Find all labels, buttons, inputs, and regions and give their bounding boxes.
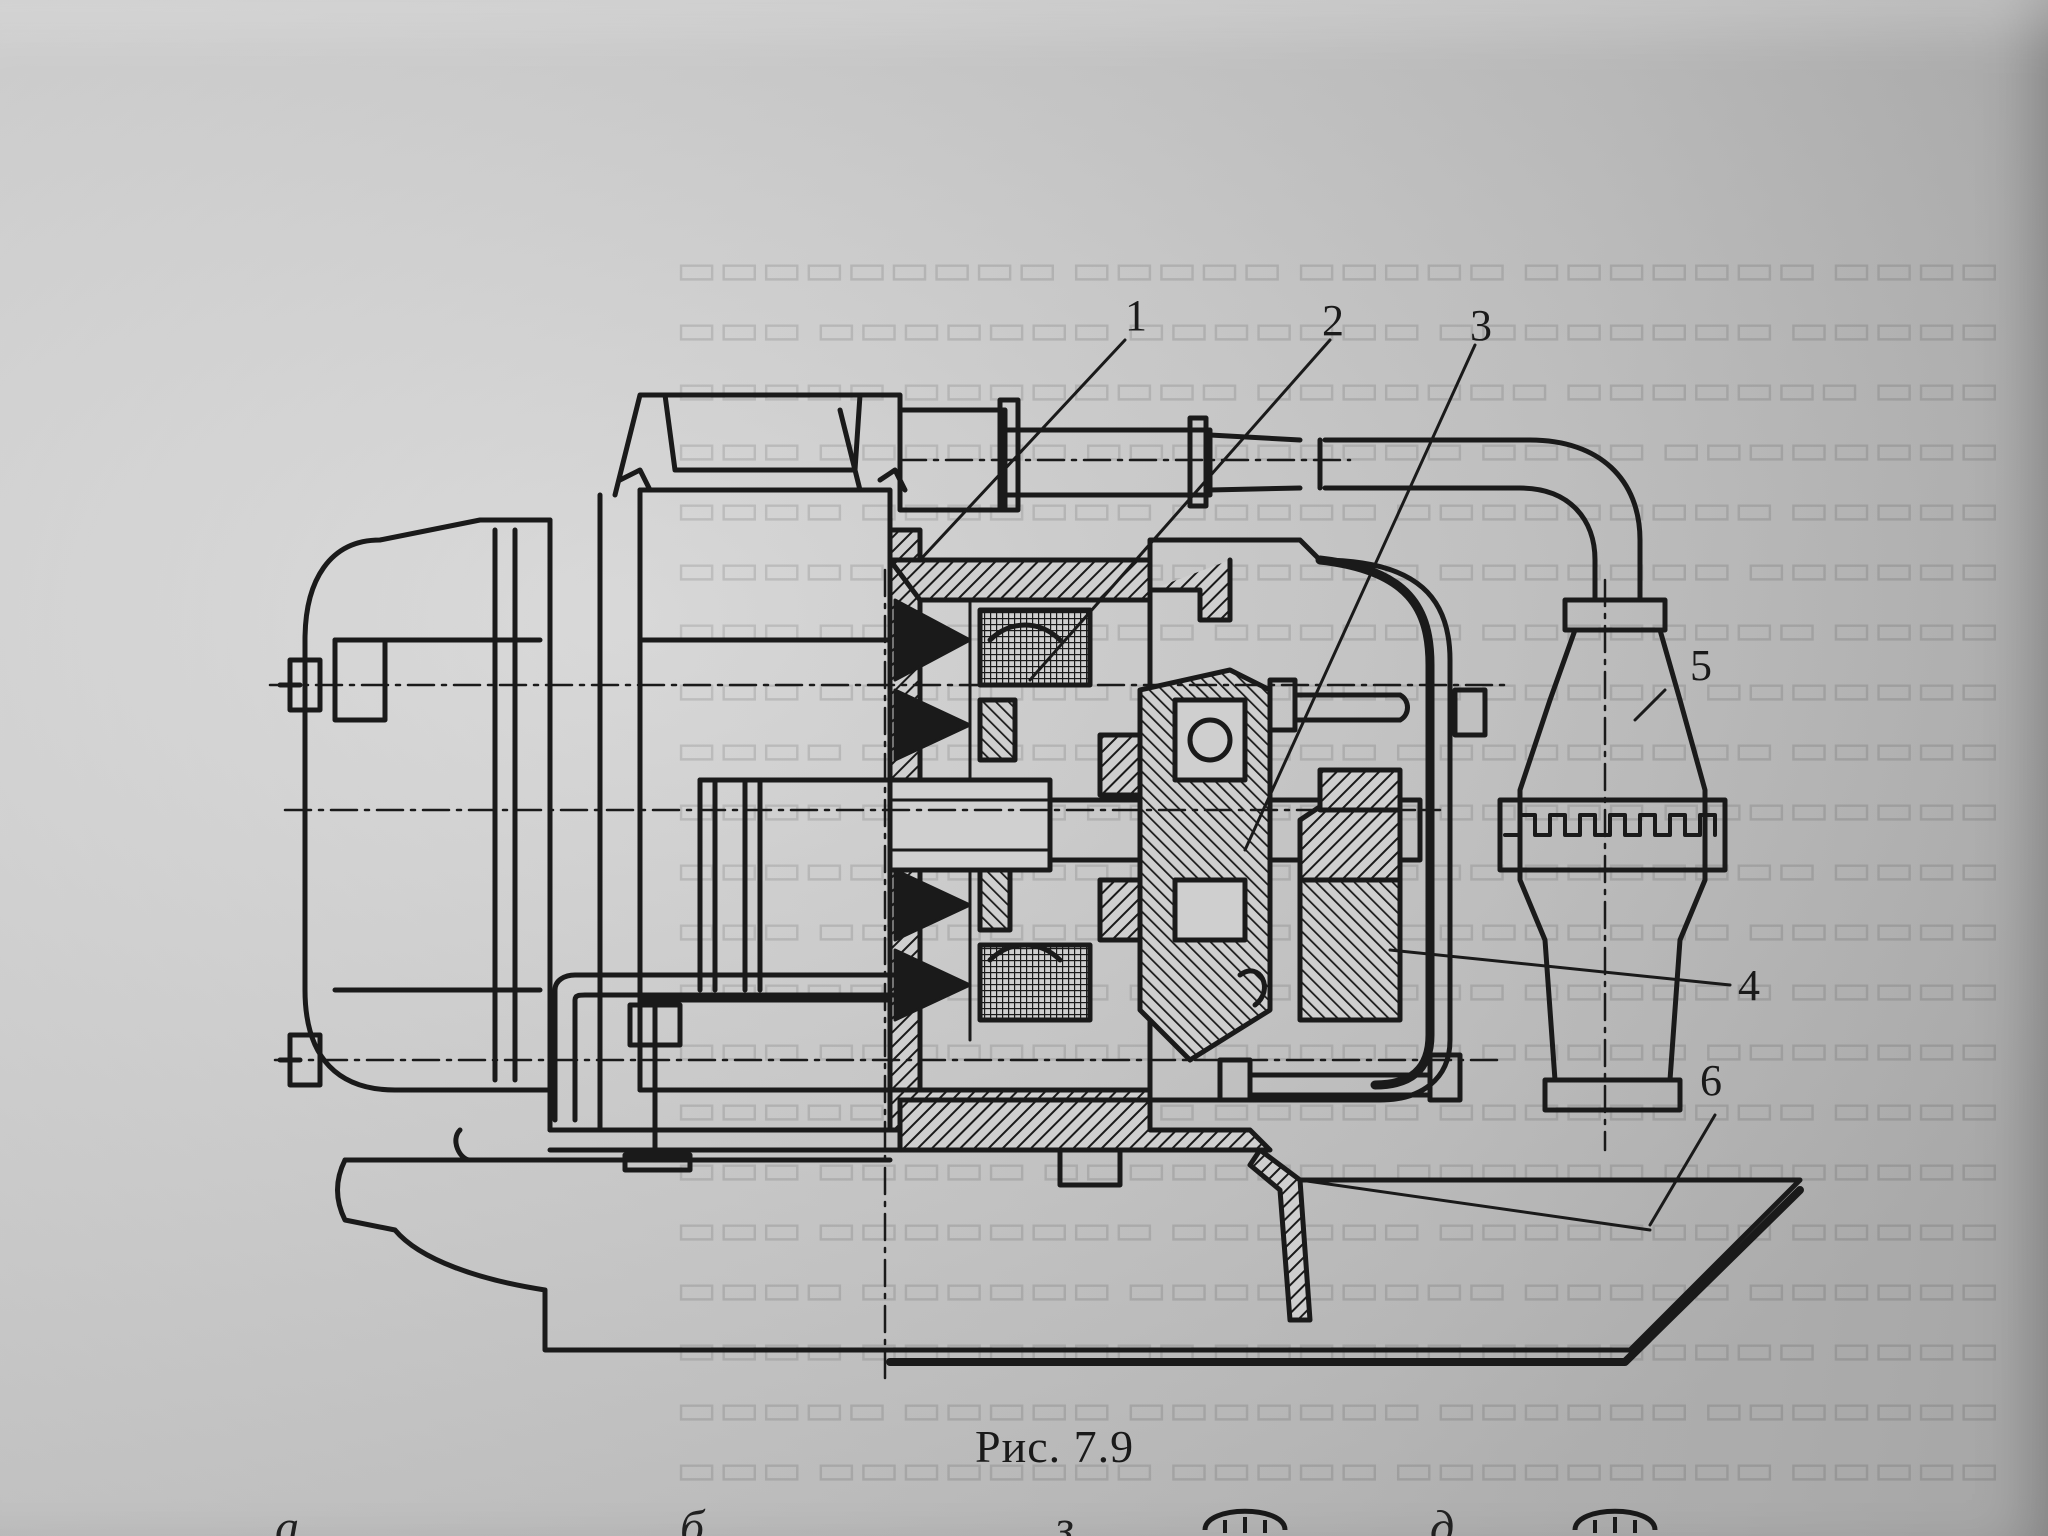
subfigure-label-b: б [680,1501,705,1536]
motor-bolts [277,657,693,1173]
filter-unit [1497,597,1728,1113]
filter-ribs [1503,813,1717,837]
callout-1: 1 [1125,291,1147,340]
subfigure-label-z: з [1055,1501,1074,1536]
base-plate [547,1097,1804,1366]
centre-lines [268,458,1607,1382]
frame-base [335,972,903,1353]
terminal-box [612,392,908,503]
rotation-symbol-icon [1202,1508,1288,1533]
callout-2: 2 [1322,296,1344,345]
subfigure-label-d: д [1430,1501,1455,1536]
callout-3: 3 [1470,301,1492,350]
callout-6: 6 [1700,1056,1722,1105]
callout-4: 4 [1738,961,1760,1010]
figure-caption: Рис. 7.9 [975,1421,1135,1472]
subfigure-label-a: а [275,1501,299,1536]
pump-casing [1097,537,1488,1103]
callout-5: 5 [1690,641,1712,690]
rotation-symbol-icon-2 [1572,1508,1658,1533]
coupling-teeth [893,598,972,1042]
leader-lines [918,338,1732,1227]
